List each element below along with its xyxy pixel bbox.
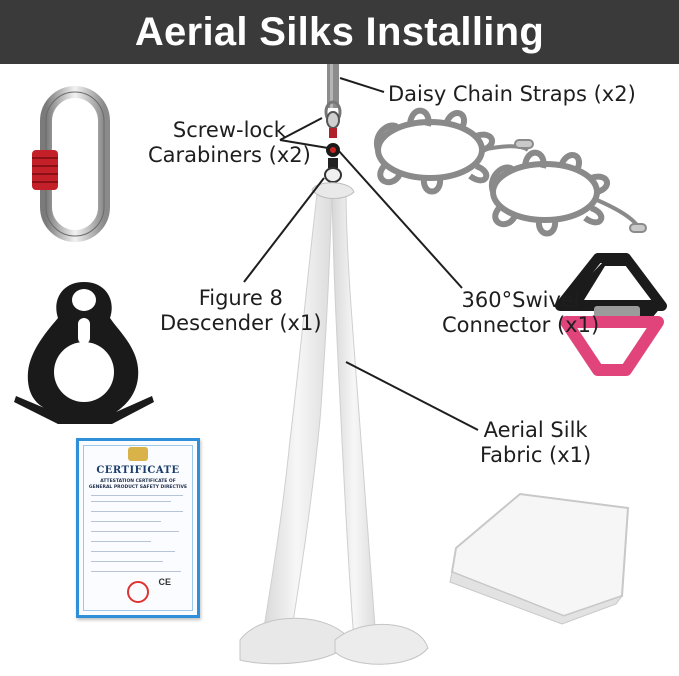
label-descender-line2: Descender (x1) [160,311,322,335]
certificate-title: CERTIFICATE [96,465,180,476]
daisy-chain-icon [373,107,642,237]
label-descender-line1: Figure 8 [198,286,283,310]
certificate-text-line [91,501,171,502]
certificate-text-line [91,541,151,542]
figure8-descender-icon [14,282,154,424]
certificate-logo [128,447,148,461]
hanger-carabiners [324,111,342,183]
ce-mark: CE [158,577,171,587]
label-descender: Figure 8 Descender (x1) [160,286,322,336]
label-daisy-chain: Daisy Chain Straps (x2) [388,82,636,107]
label-fabric-line2: Fabric (x1) [480,443,592,467]
daisy-chain-pull [514,139,647,233]
swivel-icon [555,253,667,376]
label-carabiners: Screw-lock Carabiners (x2) [148,118,311,168]
silk-fabric-icon [239,182,429,665]
certificate-stamp [127,581,149,603]
label-carabiners-line2: Carabiners (x2) [148,143,311,167]
certificate-text-line [91,571,181,572]
certificate-text-line [91,521,161,522]
leader-lines [243,77,479,431]
page-title: Aerial Silks Installing [134,9,545,54]
certificate-subtitle-1: ATTESTATION CERTIFICATE OF [100,479,176,484]
label-swivel: 360°Swivel Connector (x1) [442,288,599,338]
label-fabric-line1: Aerial Silk [483,418,588,442]
label-carabiners-line1: Screw-lock [172,118,286,142]
label-swivel-line1: 360°Swivel [461,288,580,312]
folded-fabric-icon [449,492,630,625]
label-daisy-chain-text: Daisy Chain Straps (x2) [388,82,636,106]
certificate-text-line [91,561,163,562]
certificate-inner-border [83,445,193,611]
carabiner-icon [32,86,110,242]
certificate-subtitle-2: GENERAL PRODUCT SAFETY DIRECTIVE [88,485,188,490]
certificate-text-line [91,531,179,532]
certificate-text-line [91,495,183,496]
certificate-text-line [91,551,175,552]
label-fabric: Aerial Silk Fabric (x1) [480,418,591,468]
certificate-icon: CERTIFICATE ATTESTATION CERTIFICATE OF G… [76,438,200,618]
label-swivel-line2: Connector (x1) [442,313,600,337]
header-banner: Aerial Silks Installing [0,0,679,64]
certificate-text-line [91,511,183,512]
